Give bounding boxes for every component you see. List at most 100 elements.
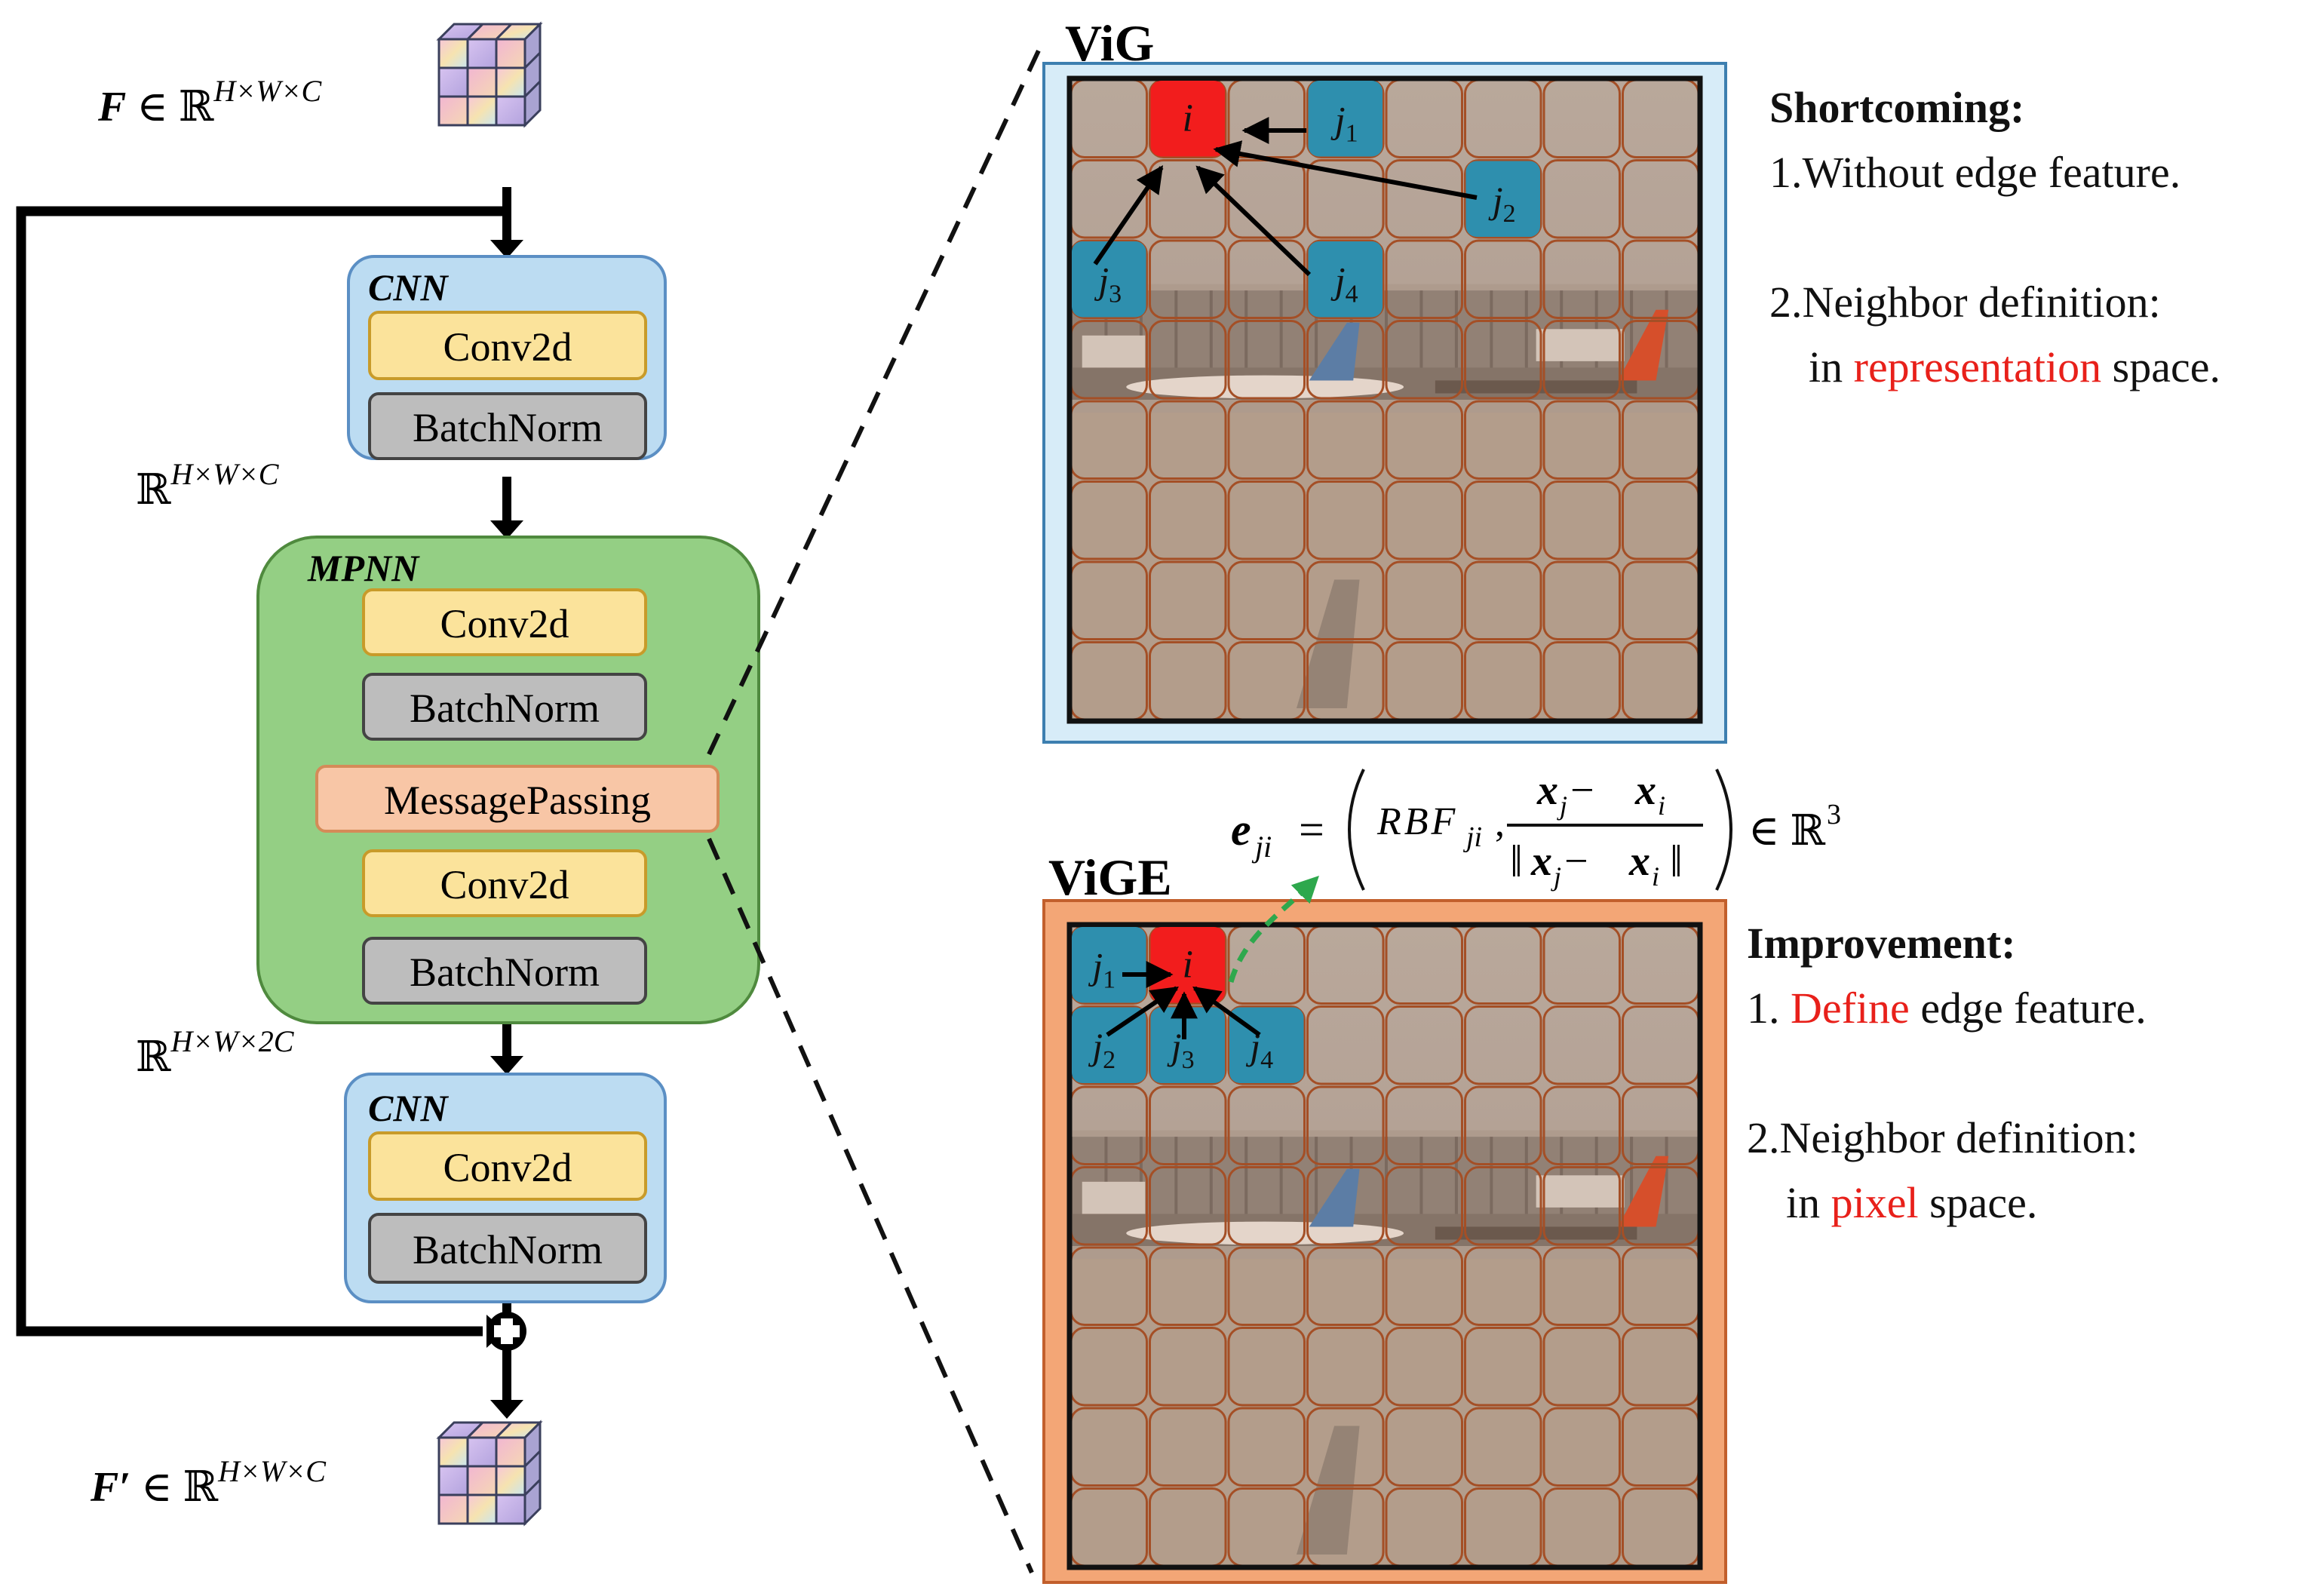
grid-patch <box>1542 1246 1621 1326</box>
cnn-block-bottom: CNN Conv2d BatchNorm <box>344 1073 667 1303</box>
formula-in-sup: 3 <box>1827 799 1841 830</box>
improvement-item-2-line-1: 2.Neighbor definition: <box>1747 1113 2138 1162</box>
message-passing-layer <box>315 765 720 833</box>
center-node-i-label: i <box>1183 97 1193 140</box>
grid-patch <box>1227 320 1306 400</box>
grid-patch <box>1464 239 1542 319</box>
grid-patch <box>1149 1085 1227 1165</box>
formula-e: e <box>1231 805 1251 855</box>
formula-rbf: RBF <box>1376 800 1458 843</box>
grid-patch <box>1227 239 1306 319</box>
photo-terminal-pillar <box>1454 1137 1458 1227</box>
grid-patch <box>1306 1327 1385 1407</box>
cube-cell <box>437 95 469 127</box>
neighbor-node-j3 <box>1150 1007 1225 1083</box>
input-feature-label: F ∈ ℝH×W×C <box>97 74 323 130</box>
image-border <box>1066 75 1703 724</box>
neighbor-node-j3 <box>1072 241 1146 318</box>
grid-patch <box>1542 480 1621 560</box>
shortcoming-heading: Shortcoming: <box>1769 83 2025 132</box>
photo-terminal-pillar <box>1209 1137 1213 1227</box>
photo-airplane-tail <box>1618 309 1669 381</box>
mpnn-output-shape-label: ℝH×W×2C <box>136 1024 295 1081</box>
grid-patch <box>1464 1166 1542 1246</box>
formula-right-paren <box>1715 769 1732 891</box>
grid-patch <box>1306 1407 1385 1487</box>
edge-arrow <box>1106 986 1179 1037</box>
photo-terminal-pillar <box>1490 290 1493 381</box>
photo-terminal-pillar <box>1315 290 1318 381</box>
formula-equals: = <box>1299 805 1324 855</box>
photo-terminal-pillar <box>1454 290 1458 381</box>
grid-patch <box>1542 1327 1621 1407</box>
main-flow-arrowheads <box>490 240 523 1419</box>
mpnn-block: MPNN Conv2d BatchNorm MessagePassing Con… <box>256 536 760 1024</box>
grid-patch <box>1542 1005 1621 1085</box>
grid-patch <box>1542 239 1621 319</box>
cube-cell <box>466 38 498 69</box>
cube-cell <box>437 1465 469 1496</box>
photo-jetbridge <box>1536 1175 1625 1208</box>
photo-terminal-pillar <box>1419 290 1423 381</box>
output-feature-label: F′ ∈ ℝH×W×C <box>90 1454 327 1511</box>
cnn-top-conv2d-label: Conv2d <box>443 324 572 370</box>
cnn-bottom-title: CNN <box>368 1087 449 1129</box>
grid-patch <box>1306 1166 1385 1246</box>
improvement-block: Improvement: 1. Define edge feature. 2.N… <box>1747 911 2147 1235</box>
formula-num-xj: x <box>1536 767 1558 814</box>
vige-title: ViGE <box>1048 849 1172 906</box>
formula-num-xi: x <box>1634 767 1656 814</box>
photo-terminal-pillar <box>1419 1137 1423 1227</box>
photo-apron <box>1070 413 1700 721</box>
cube-cell <box>495 66 526 98</box>
photo-terminal-pillar <box>1630 1137 1634 1227</box>
neighbor-node-j1 <box>1308 81 1383 157</box>
photo-terminal-pillar <box>1244 290 1248 381</box>
photo-terminal-pillar <box>1315 1137 1318 1227</box>
grid-patch <box>1227 1407 1306 1487</box>
photo-terminal-pillar <box>1630 290 1634 381</box>
grid-patch <box>1149 1407 1227 1487</box>
cube-cell <box>437 1436 469 1468</box>
mpnn-batchnorm-2 <box>362 937 647 1005</box>
grid-patch <box>1464 320 1542 400</box>
grid-patch <box>1149 1166 1227 1246</box>
mpnn-conv2d-2 <box>362 849 647 917</box>
grid-patch <box>1149 400 1227 480</box>
cnn-top-conv2d <box>368 311 647 380</box>
cube-cell <box>466 1465 498 1496</box>
grid-patch <box>1227 1166 1306 1246</box>
grid-patch <box>1542 1085 1621 1165</box>
grid-patch <box>1385 320 1463 400</box>
formula-num-i: i <box>1658 790 1665 821</box>
grid-patch <box>1464 560 1542 640</box>
grid-patch <box>1464 400 1542 480</box>
formula-den-xj: x <box>1530 838 1552 885</box>
grid-patch <box>1227 1246 1306 1326</box>
cube-cell <box>466 1436 498 1468</box>
cnn-top-title: CNN <box>368 266 449 308</box>
grid-patch <box>1385 1246 1463 1326</box>
photo-terminal-pillar <box>1665 290 1668 381</box>
edge-arrow <box>1213 140 1478 200</box>
edge-feature-formula: e ji = RBF ji , x j − x i ‖ x j − x i ‖ … <box>1231 767 1841 892</box>
photo-terminal-pillar <box>1174 1137 1178 1227</box>
photo-airplane-tail <box>1618 1156 1669 1227</box>
cube-cell <box>495 1436 526 1468</box>
edge-arrow <box>1192 986 1261 1037</box>
formula-den-i: i <box>1652 861 1659 892</box>
formula-num-minus: − <box>1570 767 1594 814</box>
grid-patch <box>1227 1327 1306 1407</box>
grid-patch <box>1306 480 1385 560</box>
photo-apron <box>1070 1259 1700 1567</box>
grid-patch <box>1385 239 1463 319</box>
output-tensor-cube-icon <box>436 1420 543 1527</box>
mpnn-title: MPNN <box>307 547 420 589</box>
mpnn-conv2d-2-label: Conv2d <box>440 862 569 907</box>
cnn-output-shape-label: ℝH×W×C <box>136 457 280 514</box>
grid-patch <box>1385 1327 1463 1407</box>
grid-patch <box>1306 400 1385 480</box>
grid-patch <box>1542 400 1621 480</box>
grid-patch <box>1385 1407 1463 1487</box>
